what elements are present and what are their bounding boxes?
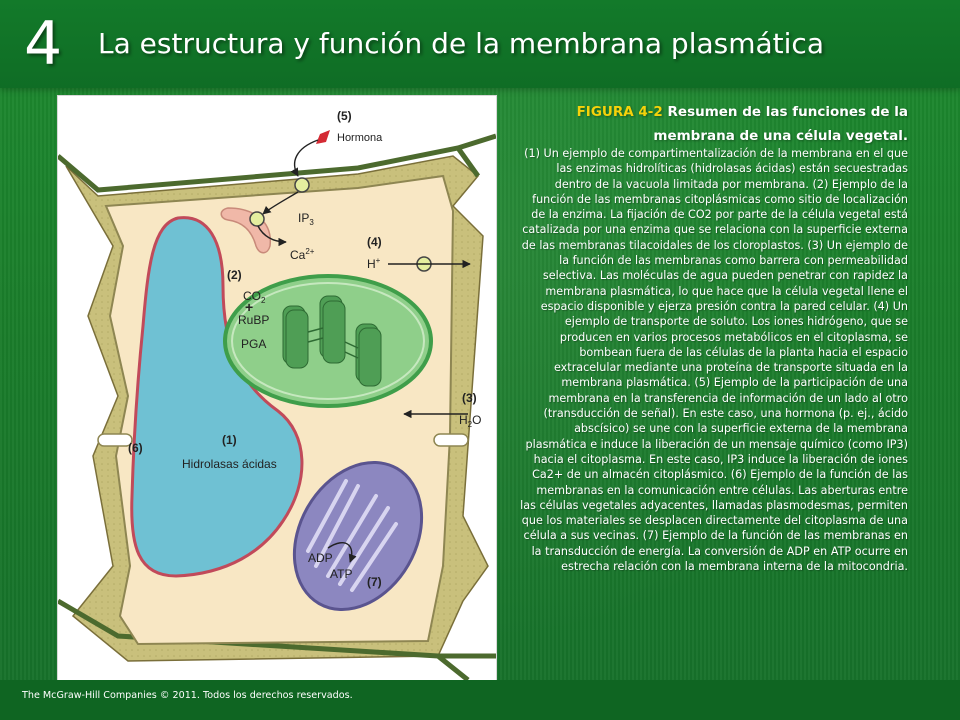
chapter-number: 4: [24, 9, 63, 79]
label-atp: ATP: [330, 567, 352, 581]
hormone-shape: [316, 130, 330, 144]
label-h2o: H2O: [459, 413, 481, 429]
copyright-notice: The McGraw-Hill Companies © 2011. Todos …: [22, 690, 353, 701]
label-co2: CO2: [243, 289, 266, 305]
label-hormona: Hormona: [337, 132, 383, 144]
label-pga: PGA: [241, 337, 266, 351]
slide-footer: [0, 680, 960, 720]
hormone-arrow: [290, 139, 319, 177]
label-5: (5): [337, 109, 352, 123]
plasmodesma-left: [97, 433, 133, 447]
middle-lamella: [58, 133, 496, 680]
label-rubp: RuBP: [238, 313, 269, 327]
label-ip3: IP3: [298, 211, 314, 227]
label-plus: +: [245, 299, 253, 315]
label-1: (1): [222, 433, 237, 447]
figure-caption-title: FIGURA 4-2 Resumen de las funciones de l…: [520, 100, 908, 150]
figure-label: FIGURA 4-2: [576, 104, 663, 120]
mitochondrion-cristae: [306, 479, 398, 592]
label-h-plus: H+: [367, 256, 381, 271]
label-3: (3): [462, 391, 477, 405]
figure-caption-body: (1) Un ejemplo de compartimentalización …: [520, 147, 908, 574]
label-hidrolasas: Hidrolasas ácidas: [182, 457, 277, 471]
thylakoid-stacks: [282, 295, 382, 387]
hormone-receptor: [294, 177, 310, 193]
mitochondrion: [292, 460, 424, 612]
slide-header: 4 La estructura y función de la membrana…: [0, 0, 960, 88]
ip3-arrow: [262, 191, 299, 215]
plant-cell-diagram: (5) Hormona IP3 Ca2+ (4) H+ (2) CO2 + Ru…: [58, 109, 496, 680]
plasmodesma-right: [433, 433, 469, 447]
plant-cell-figure: (5) Hormona IP3 Ca2+ (4) H+ (2) CO2 + Ru…: [57, 95, 497, 681]
ca-arrow: [257, 225, 287, 247]
adp-atp-arrow: [327, 542, 357, 563]
label-4: (4): [367, 235, 382, 249]
chloroplast-inner: [231, 282, 425, 400]
label-adp: ADP: [308, 551, 333, 565]
vacuole: [130, 216, 304, 578]
slide-title: La estructura y función de la membrana p…: [98, 27, 824, 60]
label-6: (6): [128, 441, 143, 455]
label-2: (2): [227, 268, 242, 282]
label-7: (7): [367, 575, 382, 589]
label-ca2: Ca2+: [290, 247, 315, 262]
ip3-channel: [249, 211, 265, 227]
figure-title: Resumen de las funciones de la membrana …: [653, 104, 908, 144]
